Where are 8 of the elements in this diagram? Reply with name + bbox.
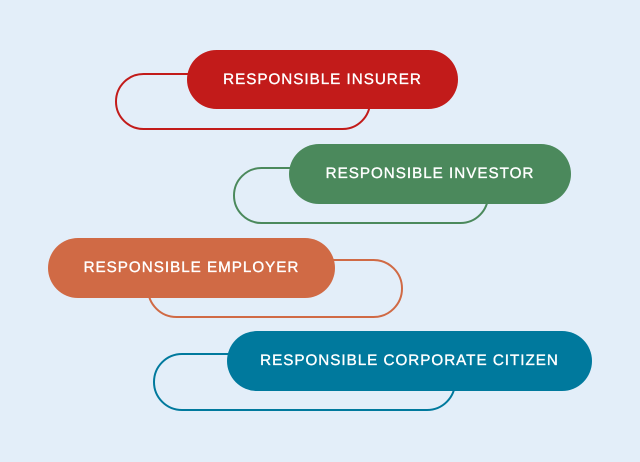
category-pill <box>233 144 571 224</box>
category-pill <box>115 50 458 130</box>
pill-text: RESPONSIBLE CORPORATE CITIZEN <box>260 352 559 370</box>
category-pill <box>153 331 592 411</box>
category-pill <box>48 238 403 318</box>
pill-text: RESPONSIBLE INSURER <box>223 70 422 88</box>
pill-text: RESPONSIBLE INVESTOR <box>326 165 534 183</box>
pill-text: RESPONSIBLE EMPLOYER <box>84 259 300 277</box>
